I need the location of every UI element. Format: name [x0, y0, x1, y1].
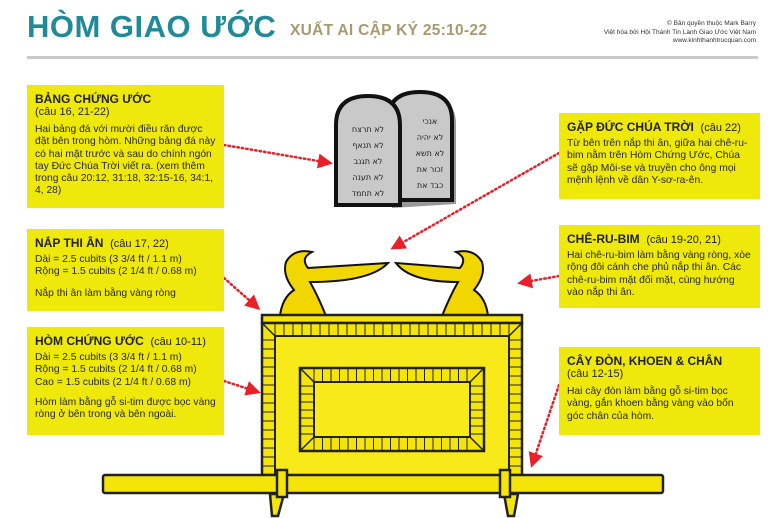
info-box-tablets: BẢNG CHỨNG ƯỚC (câu 16, 21-22) Hai bảng …	[27, 85, 224, 208]
dimension-length: Dài = 2.5 cubits (3 3/4 ft / 1.1 m)	[35, 254, 182, 265]
box-reference: (câu 17, 22)	[110, 238, 169, 250]
box-text: Hai cây đòn làm bằng gỗ si-tim bọc vàng,…	[567, 386, 734, 422]
tablet-inscription: לא תנאף	[352, 141, 383, 150]
box-reference: (câu 22)	[700, 122, 741, 134]
ark-body	[260, 313, 524, 477]
info-box-ark: HÒM CHỨNG ƯỚC (câu 10-11) Dài = 2.5 cubi…	[27, 327, 224, 435]
pointer-arrows	[222, 143, 561, 468]
box-heading: CÂY ĐÒN, KHOEN & CHÂN	[567, 354, 723, 368]
dimension-height: Cao = 1.5 cubits (2 1/4 ft / 0.68 m)	[35, 376, 191, 388]
info-box-poles: CÂY ĐÒN, KHOEN & CHÂN (câu 12-15) Hai câ…	[559, 347, 760, 435]
tablet-inscription: כבד את	[417, 181, 443, 190]
box-reference: (câu 12-15)	[567, 368, 624, 380]
tablet-inscription: לא תרצח	[352, 125, 384, 134]
box-text: Hai chê-ru-bim làm bằng vàng ròng, xòe r…	[567, 250, 751, 298]
box-reference: (câu 10-11)	[150, 336, 206, 348]
box-text: Hòm làm bằng gỗ si-tim được bọc vàng ròn…	[35, 396, 216, 421]
tablet-inscription: זכור את	[417, 165, 444, 174]
dimension-width: Rộng = 1.5 cubits (2 1/4 ft / 0.68 m)	[35, 364, 197, 376]
box-text: Hai bảng đá với mười điều răn được đặt b…	[35, 124, 216, 197]
box-text: Nắp thi ân làm bằng vàng ròng	[35, 287, 176, 299]
tablet-inscription: לא תשא	[416, 149, 445, 158]
box-reference: (câu 16, 21-22)	[35, 106, 110, 118]
tablet-inscription: לא תגנב	[354, 157, 383, 166]
poles-and-feet	[101, 468, 665, 518]
box-reference: (câu 19-20, 21)	[646, 234, 721, 246]
credit-copyright: © Bản quyền thuộc Mark Barry	[667, 20, 756, 27]
box-heading: BẢNG CHỨNG ƯỚC	[35, 92, 152, 106]
credit-website: www.kinhthanhtrucquan.com	[672, 37, 756, 44]
info-box-mercy-seat: NẮP THI ÂN (câu 17, 22) Dài = 2.5 cubits…	[27, 229, 224, 311]
dimension-width: Rộng = 1.5 cubits (2 1/4 ft / 0.68 m)	[35, 266, 197, 278]
tablet-inscription: לא יהיה	[417, 133, 443, 142]
box-heading: GẶP ĐỨC CHÚA TRỜI	[567, 120, 694, 134]
box-heading: NẮP THI ÂN	[35, 236, 104, 250]
info-box-meet-god: GẶP ĐỨC CHÚA TRỜI (câu 22) Từ bên trên n…	[559, 113, 760, 199]
credit-translation: Việt hóa bởi Hội Thánh Tin Lành Giao Ước…	[603, 28, 756, 36]
dimension-length: Dài = 2.5 cubits (3 3/4 ft / 1.1 m)	[35, 352, 182, 363]
info-box-cherubim: CHÊ-RU-BIM (câu 19-20, 21) Hai chê-ru-bi…	[559, 225, 760, 308]
cherubim	[278, 250, 490, 317]
box-text: Từ bên trên nắp thi ân, giữa hai chê-ru-…	[567, 138, 748, 186]
scripture-reference: XUẤT AI CẬP KÝ 25:10-22	[290, 22, 488, 39]
box-heading: CHÊ-RU-BIM	[567, 232, 640, 246]
stone-tablets: אנכי לא יהיה לא תשא זכור את כבד את לא תרצח לא…	[334, 89, 456, 208]
tablet-inscription: אנכי	[423, 117, 438, 126]
credits: © Bản quyền thuộc Mark Barry Việt hóa bở…	[604, 20, 756, 46]
tablet-inscription: לא תחמד	[352, 189, 385, 198]
box-heading: HÒM CHỨNG ƯỚC	[35, 334, 144, 348]
page-title: HÒM GIAO ƯỚC	[27, 9, 277, 44]
header-divider	[27, 56, 758, 59]
tablet-inscription: לא תענה	[352, 173, 383, 182]
